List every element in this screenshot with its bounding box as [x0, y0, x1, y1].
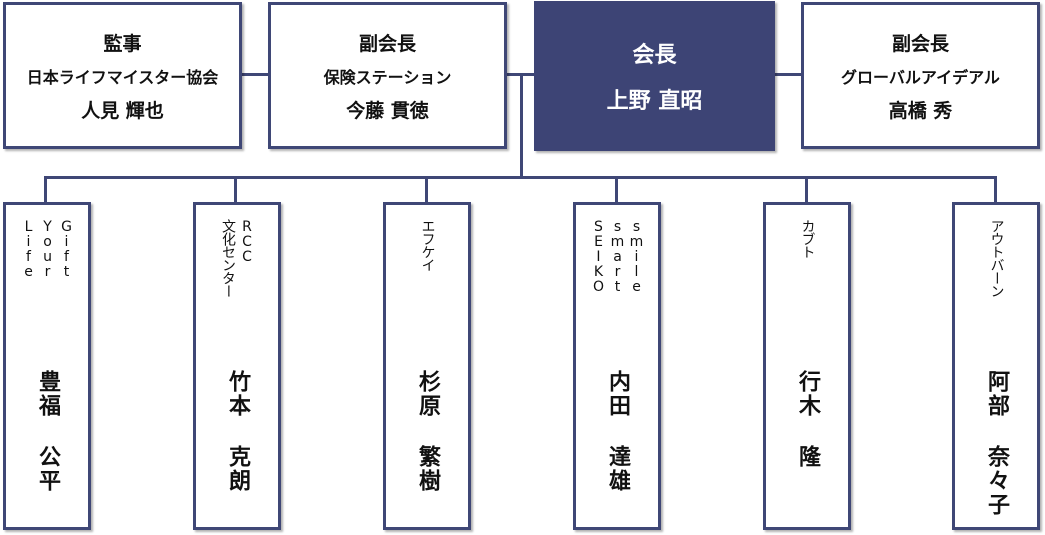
person-name: 内田 達雄	[605, 370, 630, 493]
connector-drop	[425, 176, 428, 204]
connector-drop	[234, 176, 237, 204]
connector-drop	[44, 176, 47, 204]
connector-bus	[44, 176, 997, 179]
auditor-box: 監事 日本ライフマイスター協会 人見 輝也	[3, 2, 242, 149]
org-name: Gift Your Life	[20, 219, 75, 279]
role-title: 副会長	[358, 32, 416, 55]
member-box: Gift Your Life 豊福 公平	[3, 202, 91, 530]
member-box: RCC 文化センター 竹本 克朗	[193, 202, 281, 530]
president-box: 会長 上野 直昭	[534, 1, 775, 151]
connector-drop	[615, 176, 618, 204]
person-name: 杉原 繁樹	[415, 370, 440, 493]
org-name: グローバルアイデアル	[841, 67, 1000, 87]
person-name: 人見 輝也	[81, 99, 164, 122]
role-title: 副会長	[891, 32, 949, 55]
person-name: 上野 直昭	[606, 89, 703, 114]
person-name: 阿部 奈々子	[984, 370, 1009, 517]
org-name: アウトバーン	[988, 219, 1005, 297]
person-name: 豊福 公平	[35, 370, 60, 493]
org-name: 保険ステーション	[323, 67, 452, 87]
connector-trunk	[520, 73, 523, 179]
org-name: RCC 文化センター	[220, 219, 255, 297]
person-name: 今藤 貫徳	[346, 99, 429, 122]
vice-president-box: 副会長 保険ステーション 今藤 貫徳	[268, 2, 507, 149]
org-name: エフケイ	[419, 219, 436, 271]
connector-drop	[994, 176, 997, 204]
person-name: 行木 隆	[795, 370, 820, 469]
member-box: アウトバーン 阿部 奈々子	[952, 202, 1040, 530]
role-title: 会長	[632, 43, 677, 68]
connector-drop	[805, 176, 808, 204]
member-box: smile smart SEIKO 内田 達雄	[573, 202, 661, 530]
org-name: smile smart SEIKO	[590, 219, 645, 294]
member-box: カブト 行木 隆	[763, 202, 851, 530]
role-title: 監事	[103, 32, 142, 55]
vice-president-box: 副会長 グローバルアイデアル 高橋 秀	[801, 2, 1040, 149]
member-box: エフケイ 杉原 繁樹	[383, 202, 471, 530]
person-name: 竹本 克朗	[225, 370, 250, 493]
person-name: 高橋 秀	[888, 99, 953, 122]
org-name: カブト	[799, 219, 816, 258]
org-name: 日本ライフマイスター協会	[26, 67, 219, 87]
